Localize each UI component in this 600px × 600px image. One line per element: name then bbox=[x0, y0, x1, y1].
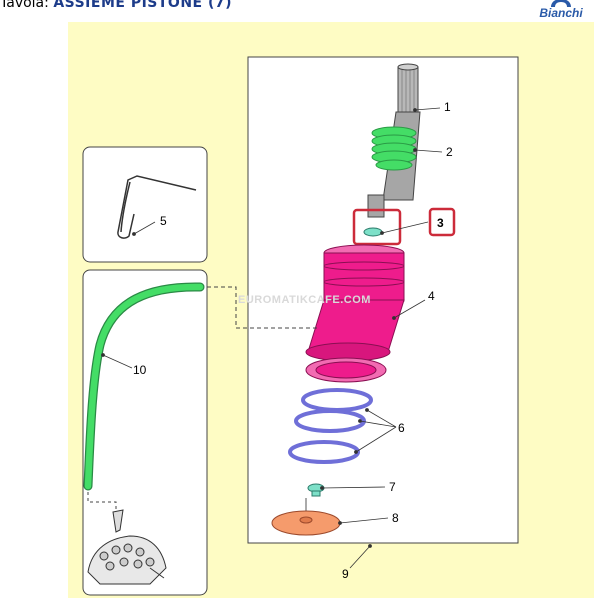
callout-3-highlight bbox=[428, 207, 456, 237]
callout-8: 8 bbox=[392, 511, 399, 525]
callout-1: 1 bbox=[444, 100, 451, 114]
callout-2: 2 bbox=[446, 145, 453, 159]
callout-9: 9 bbox=[342, 567, 349, 581]
tube-connection-line bbox=[207, 286, 320, 329]
watermark: EUROMATIKCAFE.COM bbox=[238, 294, 371, 306]
callout-7: 7 bbox=[389, 480, 396, 494]
pin-detail-frame bbox=[82, 146, 208, 263]
header-label: Tavola: bbox=[0, 0, 49, 11]
part-spring bbox=[371, 126, 417, 171]
part-piston bbox=[305, 244, 405, 383]
part-seal bbox=[352, 208, 402, 246]
callout-10: 10 bbox=[133, 363, 147, 377]
part-base-fitting bbox=[87, 509, 167, 585]
leader-lines bbox=[101, 107, 443, 569]
brand-name: Bianchi bbox=[539, 6, 583, 20]
part-rings bbox=[288, 388, 373, 464]
callout-3: 3 bbox=[437, 216, 444, 230]
callout-6: 6 bbox=[398, 421, 405, 435]
part-tube bbox=[83, 282, 205, 491]
callout-5: 5 bbox=[160, 214, 167, 228]
page-header: Tavola: ASSIEME PISTONE (7) bbox=[0, 0, 232, 17]
header-title: ASSIEME PISTONE (7) bbox=[53, 0, 233, 11]
part-fastener bbox=[307, 483, 325, 497]
part-disc bbox=[271, 498, 341, 536]
brand-logo-icon bbox=[551, 0, 571, 7]
part-pin bbox=[117, 175, 197, 239]
brand-logo: Bianchi bbox=[530, 0, 592, 20]
tube-base-line bbox=[87, 492, 117, 510]
callout-4: 4 bbox=[428, 289, 435, 303]
